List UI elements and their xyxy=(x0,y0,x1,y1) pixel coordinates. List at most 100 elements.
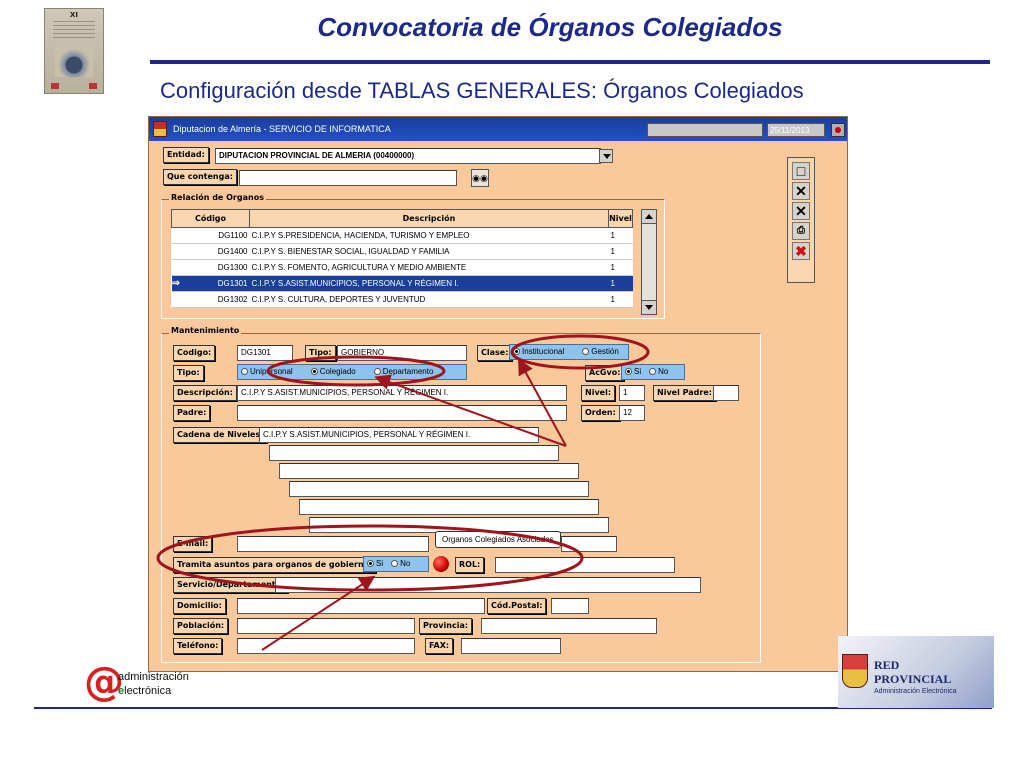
cod-postal-input[interactable] xyxy=(551,598,589,614)
red-provincial-line-2: PROVINCIAL xyxy=(874,672,952,686)
exit-icon[interactable] xyxy=(831,123,845,137)
rol-label: ROL: xyxy=(455,557,485,573)
codigo-label: Codigo: xyxy=(173,345,216,361)
scroll-up-icon[interactable] xyxy=(642,210,656,224)
acgvo-option-no[interactable]: No xyxy=(649,367,668,376)
delete-record-icon[interactable]: ✕ xyxy=(792,182,810,200)
app-window-title: Diputacion de Almería - SERVICIO DE INFO… xyxy=(173,124,391,134)
nivel-input[interactable]: 1 xyxy=(619,385,645,401)
nivel-padre-input[interactable] xyxy=(713,385,739,401)
servicio-label: Servicio/Departamento: xyxy=(173,577,289,593)
table-scrollbar[interactable] xyxy=(641,209,657,315)
organos-asociados-button[interactable] xyxy=(433,556,449,572)
title-divider xyxy=(150,60,990,64)
cadena-nivel-3[interactable] xyxy=(279,463,579,479)
cadena-nivel-4[interactable] xyxy=(289,481,589,497)
chevron-down-icon[interactable] xyxy=(599,149,613,163)
cadena-nivel-1[interactable]: C.I.P.Y S.ASIST.MUNICIPIOS, PERSONAL Y R… xyxy=(259,427,539,443)
cadena-nivel-2[interactable] xyxy=(269,445,559,461)
table-row[interactable]: DG1300 C.I.P.Y S. FOMENTO, AGRICULTURA Y… xyxy=(171,259,633,276)
tramita-option-label: Si xyxy=(376,559,384,568)
table-row[interactable]: DG1302 C.I.P.Y S. CULTURA, DEPORTES Y JU… xyxy=(171,291,633,308)
row-codigo: DG1400 xyxy=(187,243,250,260)
coat-of-arms-icon xyxy=(153,121,167,137)
cancel-icon[interactable]: ✕ xyxy=(792,202,810,220)
row-nivel: 1 xyxy=(608,243,633,260)
clase-option-institucional[interactable]: Institucional xyxy=(513,347,564,356)
column-header-descripcion[interactable]: Descripción xyxy=(249,209,609,228)
row-nivel: 1 xyxy=(608,227,633,244)
tramita-option-no[interactable]: No xyxy=(391,559,410,568)
radio-selected-icon xyxy=(513,348,520,355)
que-contenga-label: Que contenga: xyxy=(163,169,237,185)
telefono-label: Teléfono: xyxy=(173,638,223,654)
tipo-option-departamento[interactable]: Departamento xyxy=(373,367,434,376)
tipo-option-unipersonal[interactable]: Unipersonal xyxy=(241,367,293,376)
orden-input[interactable]: 12 xyxy=(619,405,645,421)
row-descripcion: C.I.P.Y S. CULTURA, DEPORTES Y JUVENTUD xyxy=(249,291,609,308)
tramita-radio-group[interactable]: Si No xyxy=(363,556,429,572)
app-titlebar: Diputacion de Almería - SERVICIO DE INFO… xyxy=(149,117,847,141)
table-row-selected[interactable]: ⇒ DG1301 C.I.P.Y S.ASIST.MUNICIPIOS, PER… xyxy=(171,275,633,292)
footer-divider xyxy=(34,707,992,709)
column-header-nivel[interactable]: Nivel xyxy=(608,209,633,228)
row-indicator xyxy=(171,259,188,276)
padre-label: Padre: xyxy=(173,405,211,421)
cadena-nivel-5[interactable] xyxy=(299,499,599,515)
row-descripcion: C.I.P.Y S.ASIST.MUNICIPIOS, PERSONAL Y R… xyxy=(249,275,609,292)
new-record-icon[interactable]: □ xyxy=(792,162,810,180)
row-descripcion: C.I.P.Y S. BIENESTAR SOCIAL, IGUALDAD Y … xyxy=(249,243,609,260)
tipo-option-colegiado[interactable]: Colegiado xyxy=(310,367,356,376)
book-cover-logos xyxy=(51,83,97,89)
tipo-organo-input[interactable]: GOBIERNO xyxy=(337,345,467,361)
column-header-codigo[interactable]: Código xyxy=(171,209,250,228)
binoculars-icon[interactable]: ◉◉ xyxy=(471,169,489,187)
fax-label: FAX: xyxy=(425,638,454,654)
administracion-electronica-logo: @ administración electrónica xyxy=(84,662,224,706)
slide-subtitle: Configuración desde TABLAS GENERALES: Ór… xyxy=(160,78,804,103)
scroll-down-icon[interactable] xyxy=(642,300,656,314)
que-contenga-input[interactable] xyxy=(239,170,457,186)
rol-input[interactable] xyxy=(495,557,675,573)
tipo-option-label: Departamento xyxy=(382,367,434,376)
provincia-label: Provincia: xyxy=(419,618,473,634)
close-icon[interactable]: ✖ xyxy=(792,242,810,260)
acgvo-option-si[interactable]: Si xyxy=(625,367,641,376)
table-row[interactable]: DG1100 C.I.P.Y S.PRESIDENCIA, HACIENDA, … xyxy=(171,227,633,244)
clase-option-label: Institucional xyxy=(522,347,565,356)
padre-input[interactable] xyxy=(237,405,567,421)
provincia-input[interactable] xyxy=(481,618,657,634)
telefono-input[interactable] xyxy=(237,638,415,654)
poblacion-input[interactable] xyxy=(237,618,415,634)
cadena-niveles-label: Cadena de Niveles: xyxy=(173,427,268,443)
row-indicator xyxy=(171,227,188,244)
tipo-radio-group[interactable]: Unipersonal Colegiado Departamento xyxy=(237,364,467,380)
slide-title: Convocatoria de Órganos Colegiados xyxy=(317,12,783,42)
descripcion-label: Descripción: xyxy=(173,385,237,401)
print-icon[interactable]: ⎙ xyxy=(792,222,810,240)
servicio-input[interactable] xyxy=(275,577,701,593)
codigo-input[interactable]: DG1301 xyxy=(237,345,293,361)
row-codigo: DG1100 xyxy=(187,227,250,244)
acgvo-radio-group[interactable]: Si No xyxy=(621,364,685,380)
tooltip: Organos Colegiados Asociados xyxy=(435,531,561,548)
mantenimiento-group xyxy=(161,333,761,663)
tipo-label: Tipo: xyxy=(305,345,336,361)
clase-option-gestion[interactable]: Gestión xyxy=(582,347,619,356)
fax-input[interactable] xyxy=(461,638,561,654)
logo-text-rest: lectrónica xyxy=(124,685,172,697)
logo-text-e: e xyxy=(118,685,125,697)
email-extra-field[interactable] xyxy=(561,536,617,552)
radio-selected-icon xyxy=(625,368,632,375)
entidad-select[interactable]: DIPUTACION PROVINCIAL DE ALMERIA (004000… xyxy=(215,148,601,164)
email-field[interactable] xyxy=(237,536,429,552)
clase-radio-group[interactable]: Institucional Gestión xyxy=(509,344,629,360)
descripcion-input[interactable]: C.I.P.Y S.ASIST.MUNICIPIOS, PERSONAL Y R… xyxy=(237,385,567,401)
tramita-option-si[interactable]: Si xyxy=(367,559,383,568)
table-row[interactable]: DG1400 C.I.P.Y S. BIENESTAR SOCIAL, IGUA… xyxy=(171,243,633,260)
mantenimiento-title: Mantenimiento xyxy=(169,326,242,335)
nivel-label: Nivel: xyxy=(581,385,616,401)
domicilio-input[interactable] xyxy=(237,598,485,614)
titlebar-field xyxy=(647,123,763,137)
radio-icon xyxy=(373,368,381,375)
